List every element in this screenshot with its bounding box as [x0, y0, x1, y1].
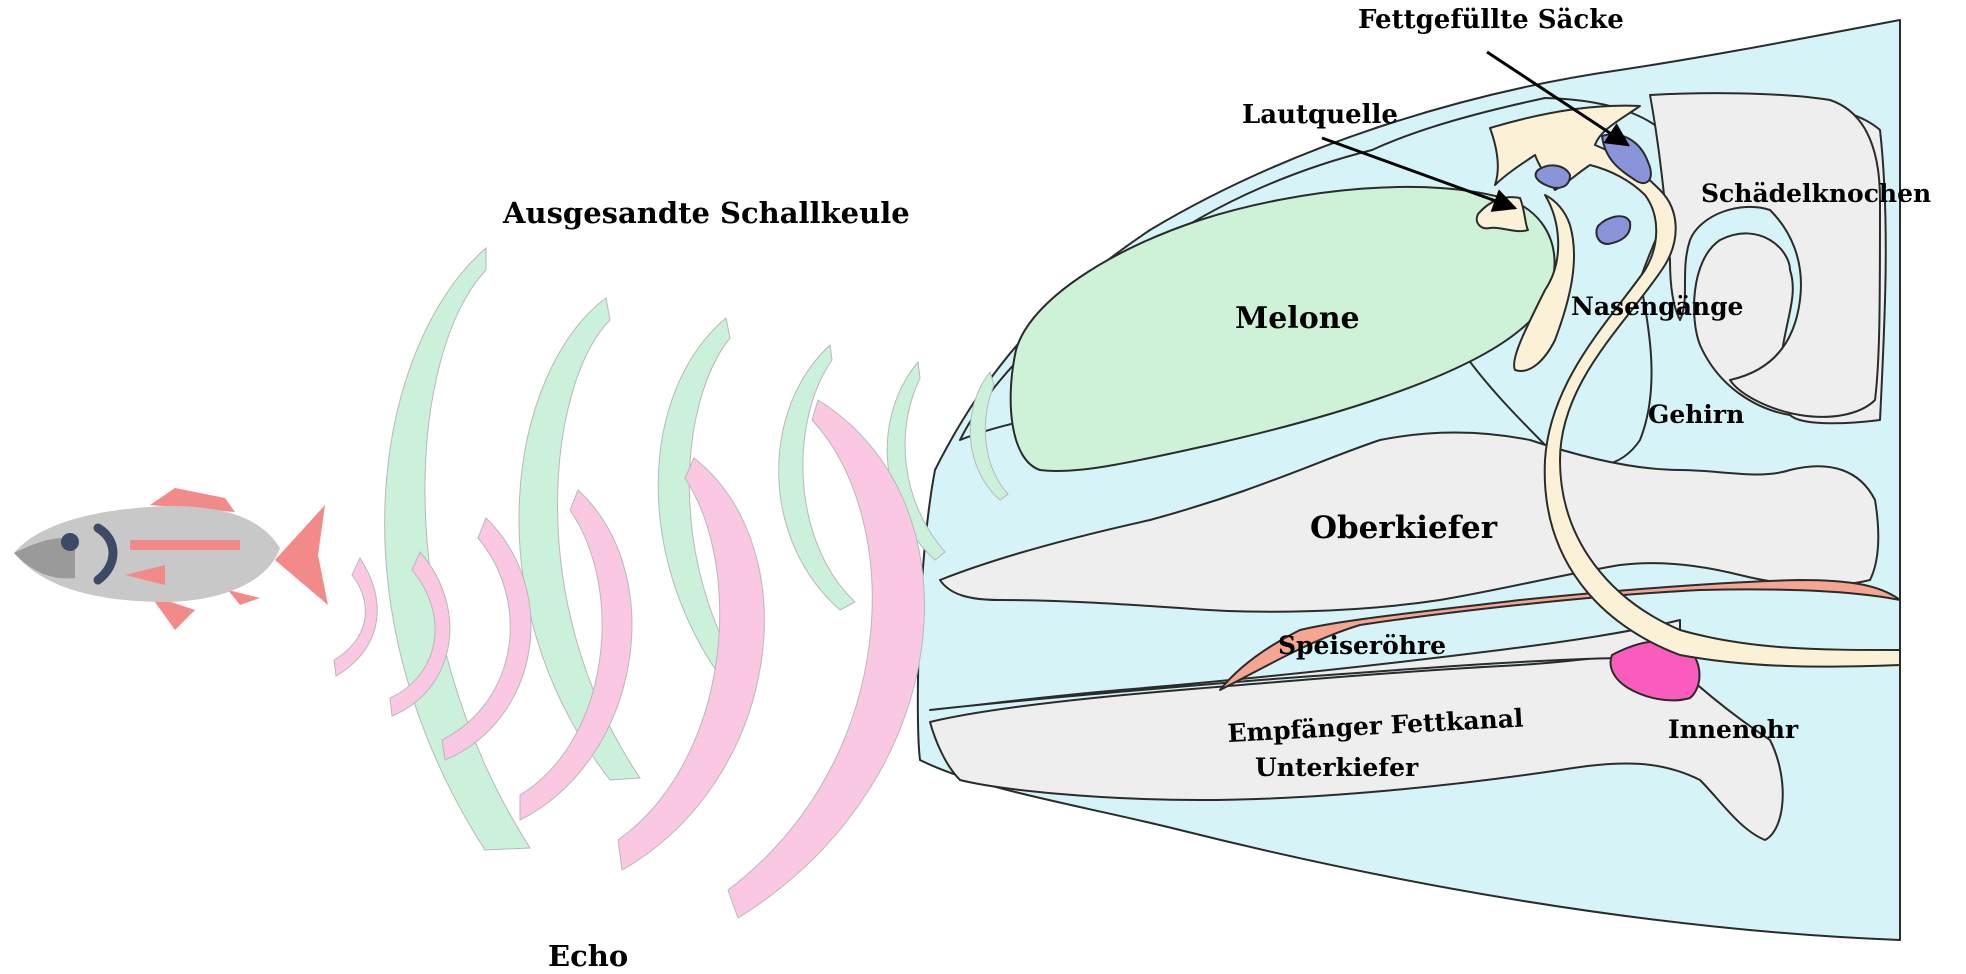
dolphin-head-cross-section [918, 20, 1900, 940]
fish-stripe [130, 540, 240, 550]
label-upper-jaw: Oberkiefer [1310, 510, 1498, 546]
emitted-wave-4 [779, 345, 855, 610]
label-fat-sacs: Fettgefüllte Säcke [1358, 5, 1624, 35]
label-brain: Gehirn [1648, 400, 1744, 429]
fish-icon [14, 488, 328, 630]
echo-wave-6 [334, 558, 377, 676]
label-melon: Melone [1235, 301, 1360, 336]
label-lower-jaw: Unterkiefer [1255, 753, 1419, 782]
fish-eye [61, 533, 79, 551]
fish-tail-fin [275, 505, 328, 605]
fish-anal-fin [228, 590, 260, 605]
label-skull-bone: Schädelknochen [1701, 179, 1931, 208]
label-inner-ear: Innenohr [1668, 715, 1799, 744]
label-sound-source: Lautquelle [1242, 100, 1398, 130]
emitted-wave-2 [519, 298, 640, 780]
label-echo: Echo [548, 939, 628, 973]
label-emitted-beam: Ausgesandte Schallkeule [502, 196, 910, 230]
label-esophagus: Speiseröhre [1278, 631, 1446, 660]
label-nasal-passages: Nasengänge [1571, 292, 1743, 321]
